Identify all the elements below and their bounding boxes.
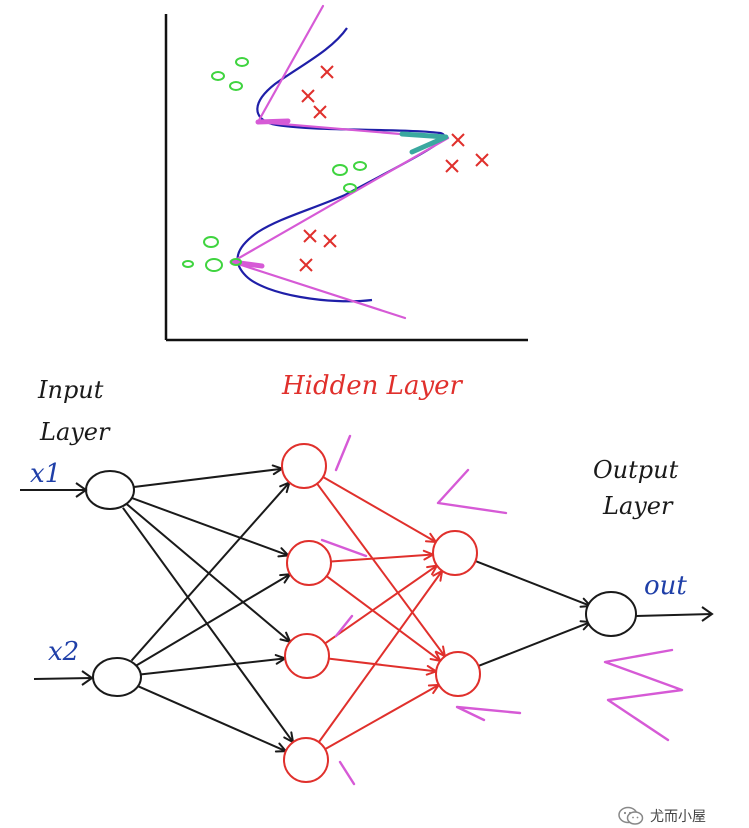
check-mark: [603, 648, 684, 742]
class-o-points: [182, 57, 367, 272]
input-node: [92, 657, 142, 697]
output-node: [585, 591, 637, 637]
edge-input-hidden: [138, 654, 288, 676]
approximation-line: [230, 136, 450, 264]
teal-highlight-marks: [399, 131, 449, 155]
edge-hidden-hidden: [330, 549, 436, 563]
x-point: [320, 65, 334, 79]
input-arrows: [20, 482, 714, 686]
input-layer-title-line1: Input: [37, 376, 104, 404]
edge-hidden-hidden: [318, 568, 444, 743]
magenta-check-marks: [320, 434, 684, 786]
watermark: 尤而小屋: [618, 806, 706, 826]
approximation-line: [256, 4, 325, 124]
edge-input-hidden: [130, 480, 291, 662]
x-point: [451, 133, 465, 147]
input-arrow: [20, 482, 88, 498]
edge-hidden-hidden: [326, 575, 443, 663]
check-mark: [334, 434, 352, 472]
edge-hidden-output: [478, 620, 593, 667]
output-layer-title-line2: Layer: [602, 492, 674, 520]
o-point: [230, 258, 242, 266]
check-mark: [320, 538, 368, 558]
edge-hidden-hidden: [324, 564, 439, 645]
output-layer-title-line1: Output: [593, 456, 679, 484]
network-diagram: Input Layer Hidden Layer Output Layer x1…: [20, 371, 714, 786]
check-mark: [436, 468, 508, 515]
edge-hidden-hidden: [322, 476, 438, 544]
o-point: [353, 161, 367, 171]
hidden-node-layer2: [435, 651, 481, 697]
input-layer-title-line2: Layer: [39, 418, 111, 446]
x-point: [475, 153, 489, 167]
x-point: [313, 105, 327, 119]
edge-hidden-hidden: [328, 657, 439, 676]
input-node: [85, 470, 135, 510]
x-point: [301, 89, 315, 103]
approximation-line: [229, 259, 265, 269]
o-point: [229, 81, 243, 91]
approximation-line: [255, 118, 291, 125]
x-point: [445, 159, 459, 173]
check-mark: [338, 760, 356, 786]
hidden-node-layer1: [283, 737, 329, 783]
edge-input-hidden: [122, 507, 295, 745]
edge-hidden-output: [475, 560, 593, 608]
output-arrow: [635, 606, 714, 622]
o-point: [211, 71, 225, 81]
network-edges: [122, 464, 593, 753]
x-point: [323, 234, 337, 248]
o-point: [332, 164, 348, 176]
input-label-x2: x2: [48, 637, 79, 667]
wechat-icon: [618, 806, 644, 826]
o-point: [203, 236, 219, 248]
x-point: [303, 229, 317, 243]
classification-plot: [164, 4, 528, 342]
hidden-node-layer2: [432, 530, 478, 576]
approximation-line: [230, 260, 407, 320]
watermark-text: 尤而小屋: [650, 809, 706, 825]
edge-input-hidden: [131, 464, 285, 489]
teal-mark: [399, 131, 449, 155]
hidden-node-layer1: [281, 443, 327, 489]
input-label-x1: x1: [30, 459, 61, 489]
x-point: [299, 258, 313, 272]
edge-input-hidden: [135, 573, 293, 667]
network-nodes: [85, 443, 637, 783]
edge-input-hidden: [136, 684, 288, 753]
o-point: [235, 57, 249, 67]
class-x-points: [299, 65, 489, 272]
o-point: [205, 258, 223, 272]
output-label: out: [644, 571, 687, 601]
approximation-lines: [229, 4, 450, 320]
check-mark: [334, 614, 354, 638]
edge-hidden-hidden: [324, 683, 441, 751]
o-point: [182, 260, 194, 268]
hidden-node-layer1: [286, 540, 332, 586]
input-arrow: [33, 670, 94, 686]
hidden-node-layer1: [284, 633, 330, 679]
hidden-layer-title: Hidden Layer: [281, 371, 464, 401]
o-point: [343, 183, 357, 193]
check-mark: [455, 705, 522, 722]
